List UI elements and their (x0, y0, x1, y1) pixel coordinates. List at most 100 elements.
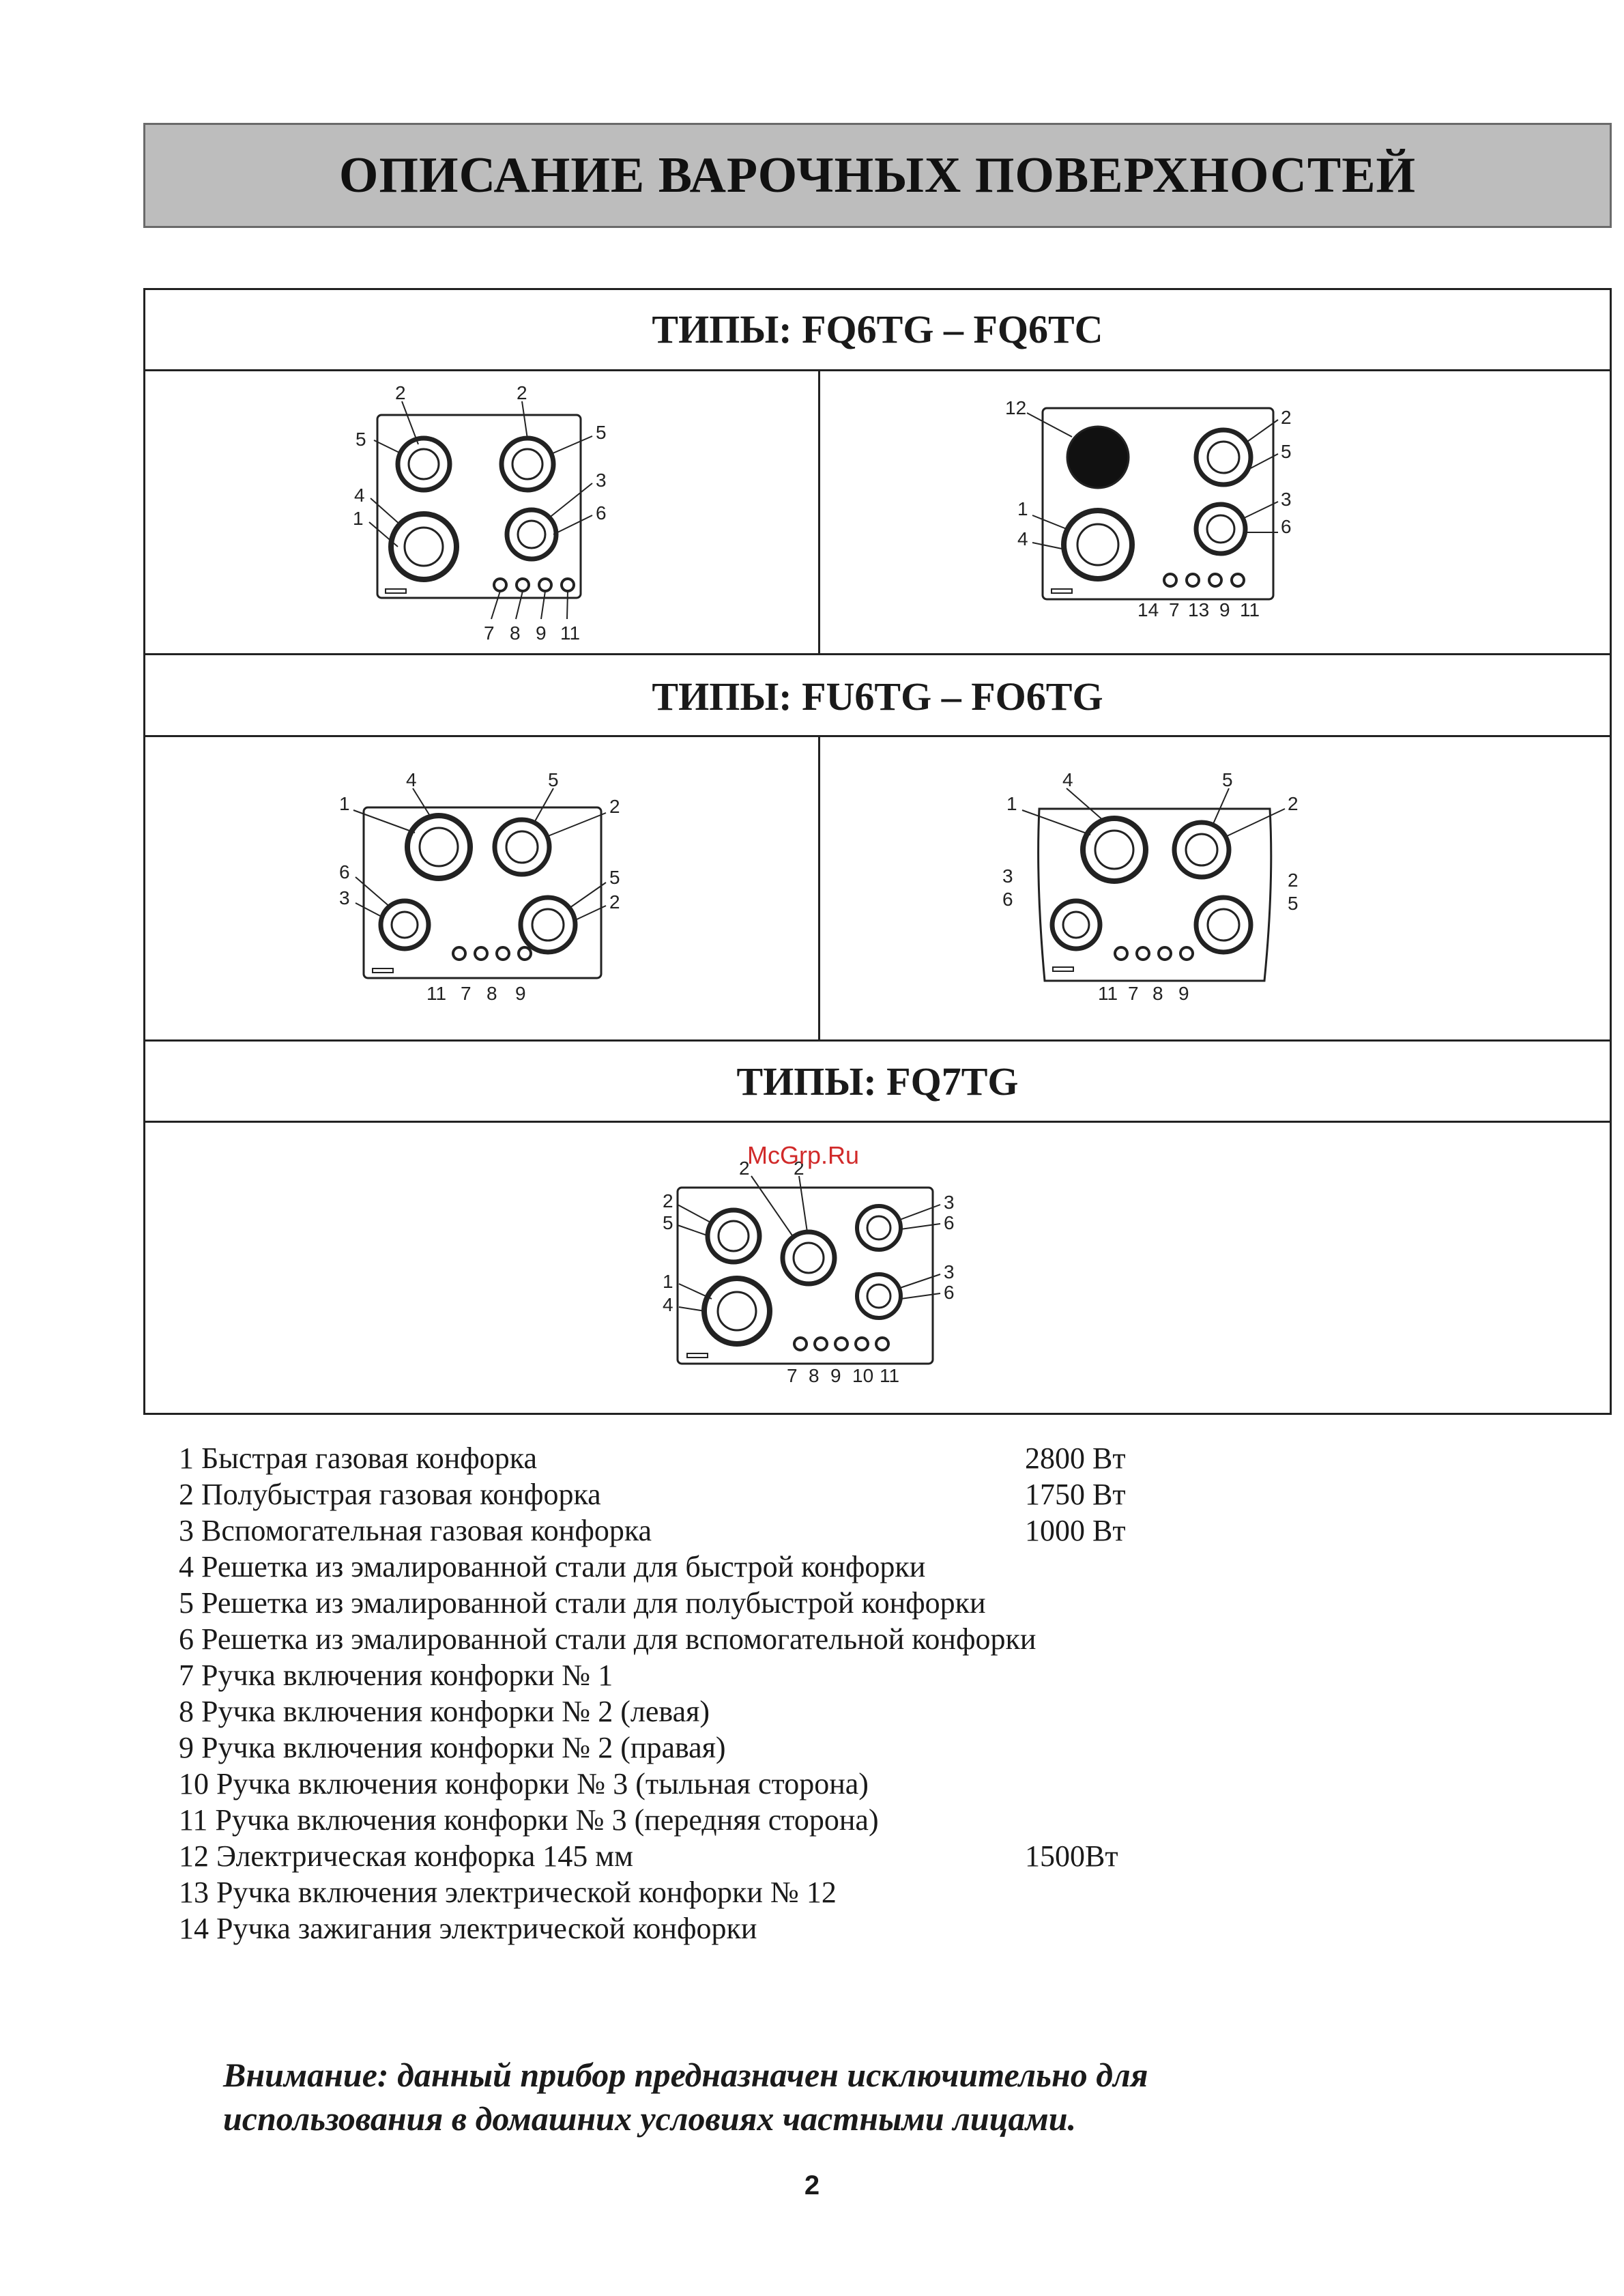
callout-label: 3 (1281, 489, 1292, 510)
callout-label: 7 (484, 622, 495, 644)
legend-text: 2 Полубыстрая газовая конфорка (179, 1478, 601, 1511)
callout-label: 5 (1281, 441, 1292, 462)
callout-label: 8 (809, 1365, 820, 1386)
legend-text: 4 Решетка из эмалированной стали для быс… (179, 1550, 926, 1583)
legend-text: 5 Решетка из эмалированной стали для пол… (179, 1586, 986, 1620)
callout-label: 12 (1005, 397, 1026, 418)
notice-line: использования в домашних условиях частны… (223, 2099, 1077, 2138)
callout-label: 11 (560, 622, 580, 644)
legend-item: 5 Решетка из эмалированной стали для пол… (179, 1585, 1202, 1621)
type-heading-fq6tg-fq6tc: ТИПЫ: FQ6TG – FQ6TC (652, 307, 1103, 351)
callout-label: 11 (426, 983, 446, 1004)
hob-diagram-fq6tg: 2 2 5 5 4 3 1 6 7 8 9 11 12 (339, 382, 1299, 1386)
callout-label: 13 (1188, 599, 1209, 620)
legend-text: 12 Электрическая конфорка 145 мм (179, 1839, 633, 1873)
legend-item: 7 Ручка включения конфорки № 1 (179, 1657, 1202, 1693)
legend-item: 8 Ручка включения конфорки № 2 (левая) (179, 1693, 1202, 1730)
callout-label: 5 (1222, 769, 1233, 790)
callout-label: 6 (944, 1282, 955, 1303)
callout-label: 2 (395, 382, 406, 403)
callout-label: 3 (944, 1261, 955, 1282)
type-heading-fu6tg-fo6tg: ТИПЫ: FU6TG – FO6TG (652, 674, 1103, 719)
callout-label: 11 (1098, 983, 1118, 1004)
legend-item: 11 Ручка включения конфорки № 3 (передня… (179, 1802, 1202, 1838)
callout-label: 2 (1281, 407, 1292, 428)
callout-label: 8 (487, 983, 497, 1004)
legend-power: 2800 Вт (1025, 1441, 1126, 1475)
callout-label: 2 (663, 1190, 673, 1211)
callout-label: 3 (339, 887, 350, 908)
callout-label: 2 (609, 891, 620, 913)
callout-label: 9 (536, 622, 547, 644)
callout-label: 7 (1128, 983, 1139, 1004)
callout-label: 1 (339, 793, 350, 814)
callout-label: 14 (1137, 599, 1159, 620)
callout-label: 3 (944, 1192, 955, 1213)
callout-label: 11 (880, 1365, 899, 1386)
legend-item: 6 Решетка из эмалированной стали для всп… (179, 1621, 1202, 1657)
callout-label: 2 (794, 1158, 804, 1179)
callout-label: 6 (1002, 889, 1013, 910)
callout-label: 1 (1006, 793, 1017, 814)
legend-power: 1000 Вт (1025, 1514, 1126, 1547)
table-divider (145, 369, 1610, 371)
callout-label: 4 (406, 769, 417, 790)
callout-label: 6 (944, 1212, 955, 1233)
legend-text: 3 Вспомогательная газовая конфорка (179, 1514, 652, 1547)
callout-label: 3 (1002, 865, 1013, 887)
callout-label: 6 (1281, 516, 1292, 537)
callout-label: 2 (739, 1158, 750, 1179)
table-divider (145, 653, 1610, 655)
callout-label: 6 (596, 502, 607, 523)
table-divider (818, 369, 820, 653)
legend-item: 9 Ручка включения конфорки № 2 (правая) (179, 1730, 1202, 1766)
legend-text: 14 Ручка зажигания электрической конфорк… (179, 1912, 757, 1945)
callout-label: 8 (1152, 983, 1163, 1004)
legend-text: 8 Ручка включения конфорки № 2 (левая) (179, 1695, 710, 1728)
page-title-banner: ОПИСАНИЕ ВАРОЧНЫХ ПОВЕРХНОСТЕЙ (143, 123, 1612, 228)
legend-text: 10 Ручка включения конфорки № 3 (тыльная… (179, 1767, 869, 1800)
callout-label: 4 (663, 1294, 673, 1315)
callout-label: 7 (787, 1365, 798, 1386)
callout-label: 2 (517, 382, 527, 403)
callout-label: 5 (596, 422, 607, 443)
callout-label: 7 (461, 983, 472, 1004)
notice-line: Внимание: данный прибор предназначен иск… (223, 2056, 1148, 2094)
table-divider (145, 735, 1610, 737)
callout-label: 5 (1288, 893, 1299, 914)
page-number: 2 (804, 2170, 820, 2200)
legend-text: 6 Решетка из эмалированной стали для всп… (179, 1622, 1036, 1656)
legend-text: 7 Ручка включения конфорки № 1 (179, 1659, 613, 1692)
callout-label: 2 (609, 796, 620, 817)
page-title: ОПИСАНИЕ ВАРОЧНЫХ ПОВЕРХНОСТЕЙ (338, 147, 1417, 203)
callout-label: 4 (354, 485, 365, 506)
callout-label: 3 (596, 470, 607, 491)
callout-label: 5 (356, 429, 366, 450)
callout-label: 5 (609, 867, 620, 888)
table-divider (145, 1039, 1610, 1042)
legend-text: 11 Ручка включения конфорки № 3 (передня… (179, 1803, 879, 1837)
legend-item: 3 Вспомогательная газовая конфорка 1000 В… (179, 1512, 1202, 1549)
legend-item: 14 Ручка зажигания электрической конфорк… (179, 1910, 1202, 1947)
callout-label: 4 (1017, 528, 1028, 549)
callout-label: 1 (663, 1271, 673, 1292)
callout-label: 11 (1240, 599, 1260, 620)
legend-item: 4 Решетка из эмалированной стали для быс… (179, 1549, 1202, 1585)
callout-label: 5 (548, 769, 559, 790)
warning-notice: Внимание: данный прибор предназначен иск… (223, 2053, 1451, 2140)
callout-label: 8 (510, 622, 521, 644)
type-heading-fq7tg: ТИПЫ: FQ7TG (736, 1059, 1019, 1104)
watermark: McGrp.Ru (747, 1141, 860, 1169)
callout-label: 1 (1017, 498, 1028, 519)
callout-label: 9 (515, 983, 526, 1004)
callout-label: 10 (852, 1365, 873, 1386)
callout-label: 9 (1178, 983, 1189, 1004)
legend-item: 13 Ручка включения электрической конфорк… (179, 1874, 1202, 1910)
hob-types-table: ТИПЫ: FQ6TG – FQ6TC ТИПЫ: FU6TG – FO6TG … (143, 288, 1612, 1415)
callout-label: 9 (830, 1365, 841, 1386)
table-divider (818, 735, 820, 1039)
table-divider (145, 1121, 1610, 1123)
